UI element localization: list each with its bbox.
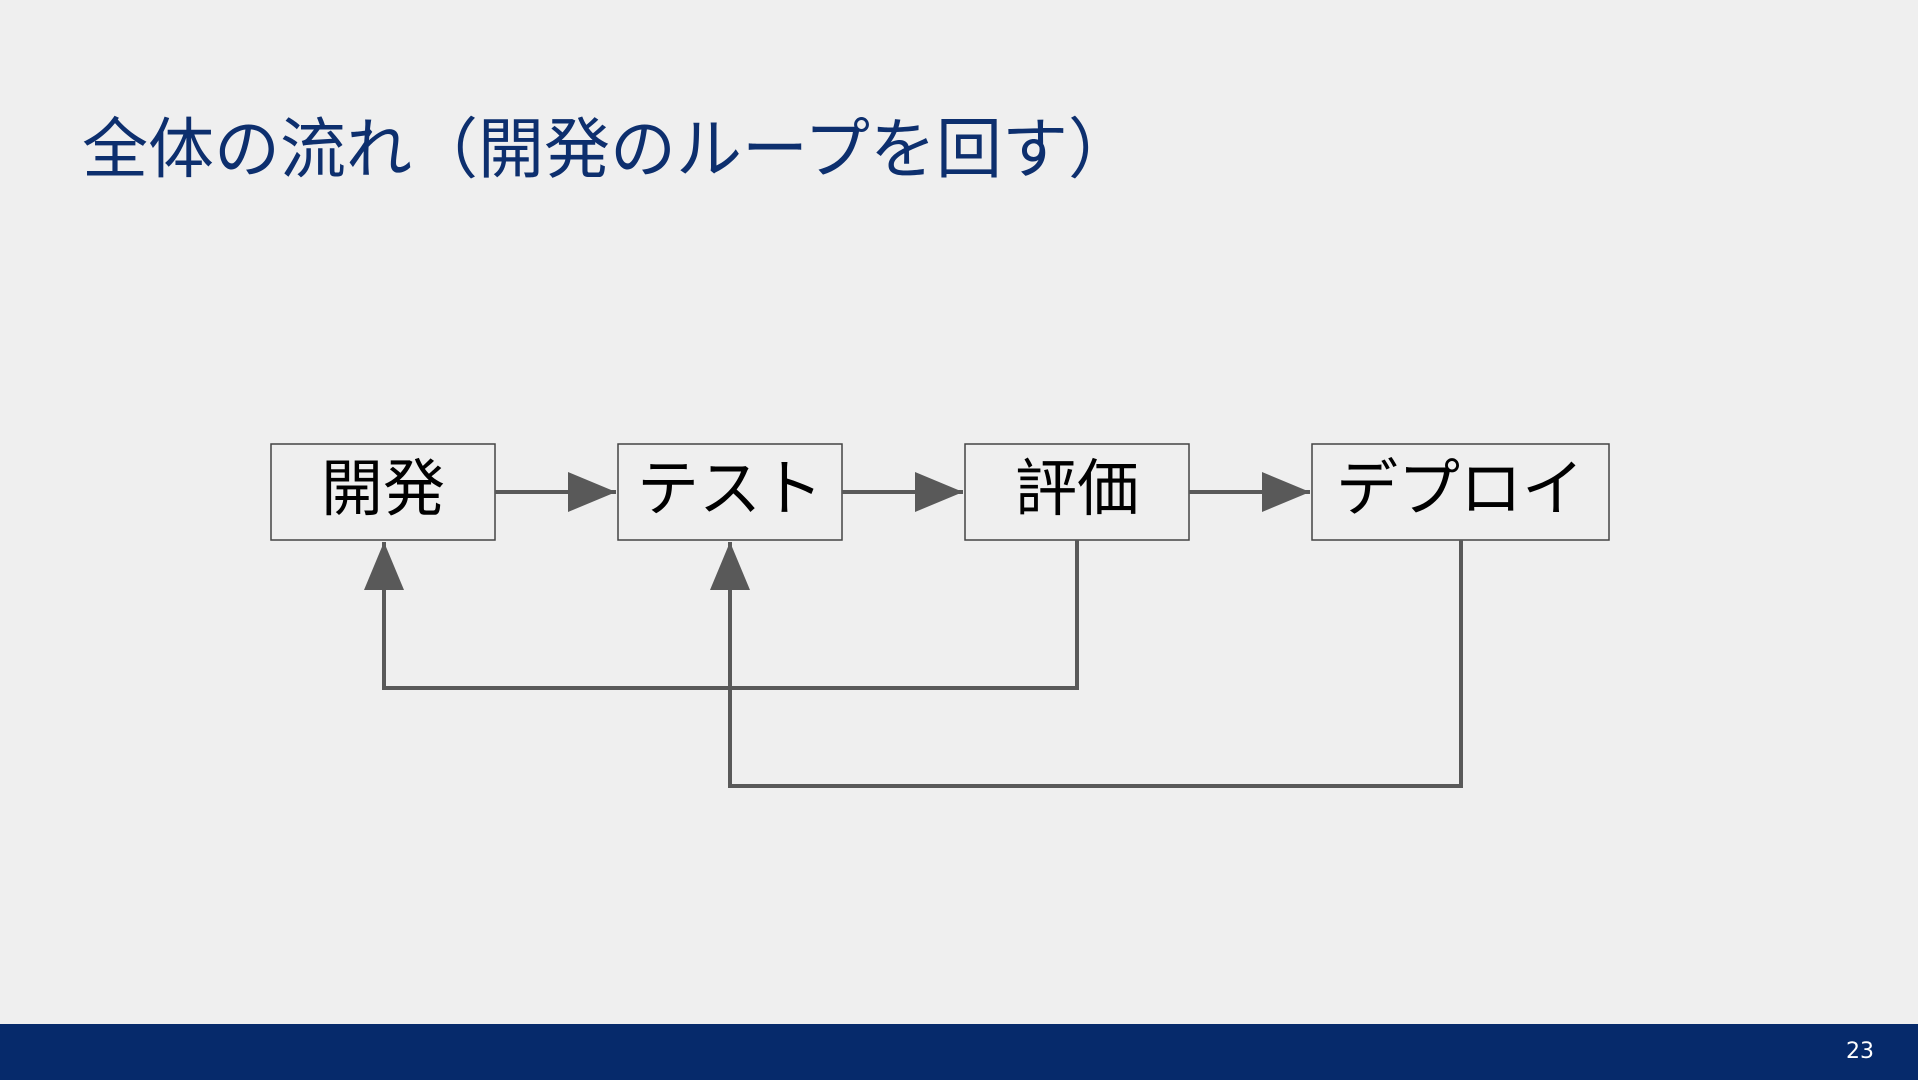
- node-deploy-label: デプロイ: [1336, 452, 1584, 525]
- node-test: テスト: [617, 443, 843, 541]
- node-eval: 評価: [964, 443, 1190, 541]
- arrow-deploy-to-test: [710, 540, 1463, 788]
- slide-title: 全体の流れ（開発のループを回す）: [82, 111, 1135, 188]
- node-test-label: テスト: [637, 452, 823, 525]
- node-eval-label: 評価: [1015, 452, 1139, 525]
- footer-bar: 23: [0, 1024, 1918, 1080]
- node-dev-label: 開発: [321, 452, 445, 525]
- node-deploy: デプロイ: [1311, 443, 1610, 541]
- page-number: 23: [1846, 1039, 1874, 1064]
- node-dev: 開発: [270, 443, 496, 541]
